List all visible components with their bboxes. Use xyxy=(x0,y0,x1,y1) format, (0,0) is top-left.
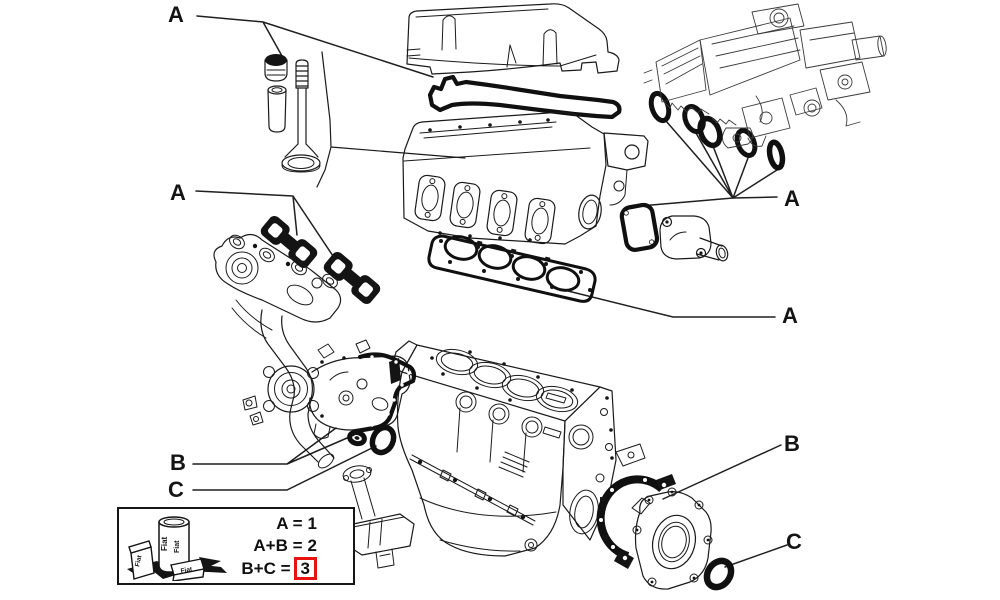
rear-crank-oring xyxy=(703,557,735,591)
oil-pump-front-cover xyxy=(242,339,417,439)
label-a-intake-orings: A xyxy=(784,186,801,211)
exhaust-manifold-gaskets xyxy=(260,215,381,305)
valve-parts-group xyxy=(264,54,321,173)
highlighted-kit-number: 3 xyxy=(293,557,317,580)
valve-cover-gasket xyxy=(427,74,622,120)
oil-pickup-tube xyxy=(341,465,415,569)
valve-cover xyxy=(406,3,620,75)
head-gasket xyxy=(427,234,597,303)
label-b-rear-gasket: B xyxy=(784,431,801,456)
grouping-bracket xyxy=(316,51,466,188)
label-b-front-cover: B xyxy=(170,450,187,475)
thermostat-gasket xyxy=(619,202,660,252)
gasket-kit-illustration: Fiat Fiat Fiat Fiat xyxy=(127,516,227,581)
rear-seal-housing xyxy=(631,487,713,590)
label-c-front-oring: C xyxy=(168,477,185,502)
cylinder-head xyxy=(402,111,649,245)
brand-text-box1: Fiat xyxy=(134,554,143,568)
label-c-rear-oring: C xyxy=(786,529,803,554)
brand-text-can: Fiat xyxy=(160,536,169,551)
engine-block xyxy=(389,340,646,557)
rear-cover-gasket xyxy=(596,474,676,569)
label-a-valve-parts: A xyxy=(168,2,185,27)
label-a-head-gasket: A xyxy=(782,303,799,328)
brand-text-can2: Fiat xyxy=(174,540,181,553)
label-a-manifold-gaskets: A xyxy=(170,180,187,205)
legend-row-ab: A+B =2 xyxy=(253,536,317,555)
legend-row-bc: B+C =3 xyxy=(241,557,317,580)
intake-orings xyxy=(648,90,786,171)
legend-equations: A =1 A+B =2 B+C =3 xyxy=(241,513,317,580)
intake-assembly xyxy=(643,3,887,149)
leader-lines xyxy=(192,15,788,568)
brand-text-box2: Fiat xyxy=(180,566,193,575)
exhaust-manifold xyxy=(213,233,342,469)
legend-row-a: A =1 xyxy=(276,514,317,533)
thermostat-housing xyxy=(659,215,729,262)
gasket-kit-legend: Fiat Fiat Fiat Fiat A =1 A+B =2 B+C =3 xyxy=(117,507,355,585)
front-seal-and-oring xyxy=(347,424,397,456)
